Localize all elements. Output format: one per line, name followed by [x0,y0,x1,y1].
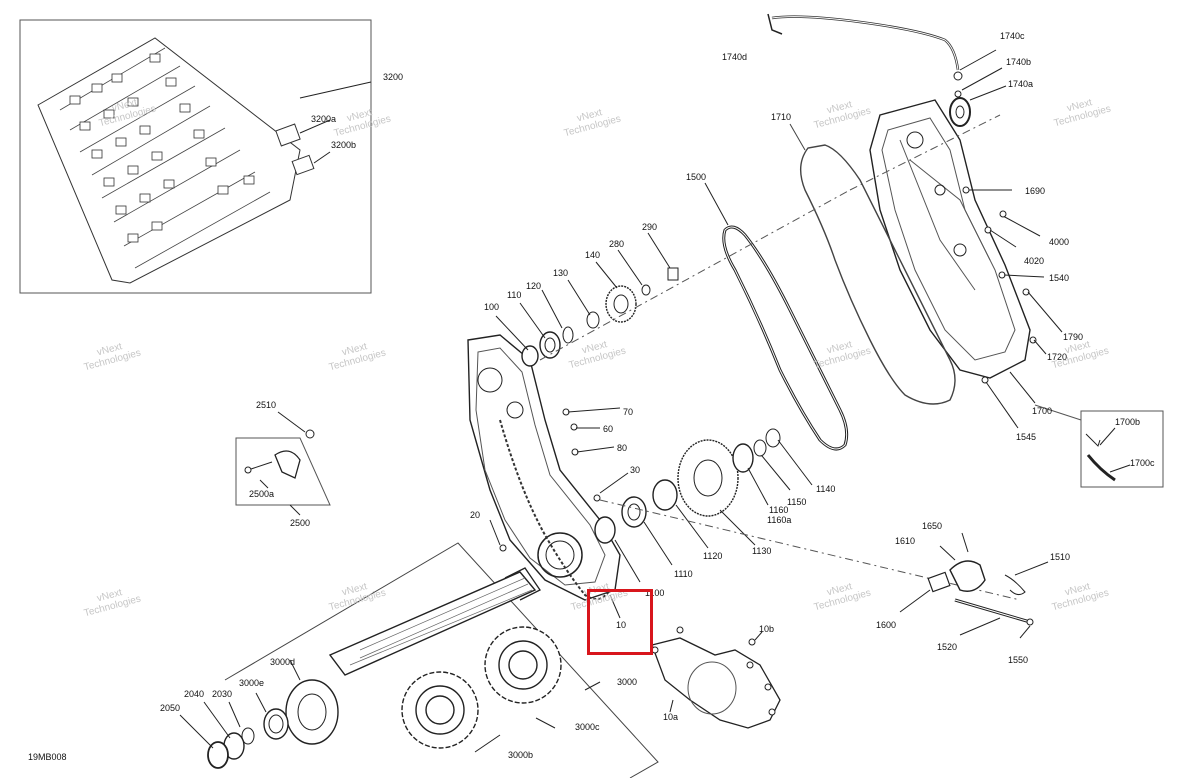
part-label-1545: 1545 [1016,432,1037,442]
part-label-3200: 3200 [383,72,404,82]
part-label-2050: 2050 [160,703,181,713]
part-label-140: 140 [585,250,601,260]
part-label-2510: 2510 [256,400,277,410]
part-label-1700b: 1700b [1115,417,1141,427]
part-label-1150: 1150 [787,497,807,507]
part-label-2040: 2040 [184,689,205,699]
part-label-1740a: 1740a [1008,79,1034,89]
part-label-4020: 4020 [1024,256,1045,266]
part-label-10a: 10a [663,712,679,722]
part-label-3000c: 3000c [575,722,600,732]
part-label-1710: 1710 [771,112,792,122]
part-label-3000: 3000 [617,677,638,687]
part-label-60: 60 [603,424,614,434]
inset-3200-box [19,19,372,294]
part-label-3200b: 3200b [331,140,357,150]
part-label-10b: 10b [759,624,775,634]
part-label-1700c: 1700c [1130,458,1155,468]
part-label-1790: 1790 [1063,332,1084,342]
part-label-1740b: 1740b [1006,57,1032,67]
part-label-130: 130 [553,268,569,278]
part-label-4000: 4000 [1049,237,1070,247]
part-label-1120: 1120 [703,551,723,561]
part-label-1720: 1720 [1047,352,1068,362]
part-label-3200a: 3200a [311,114,337,124]
part-label-1650: 1650 [922,521,943,531]
part-label-2030: 2030 [212,689,233,699]
part-label-1520: 1520 [937,642,958,652]
part-label-70: 70 [623,407,634,417]
part-label-3000d: 3000d [270,657,296,667]
part-label-1510: 1510 [1050,552,1071,562]
part-label-1500: 1500 [686,172,707,182]
part-label-100: 100 [484,302,500,312]
part-label-1100: 1100 [645,588,665,598]
part-label-1160a: 1160a [767,515,792,525]
part-label-20: 20 [470,510,481,520]
highlight-box [587,589,653,655]
part-label-1740c: 1740c [1000,31,1025,41]
part-label-280: 280 [609,239,625,249]
part-label-1610: 1610 [895,536,916,546]
part-label-10: 10 [616,620,627,630]
part-label-2500: 2500 [290,518,311,528]
part-label-1160: 1160 [769,505,789,515]
part-label-2500a: 2500a [249,489,275,499]
part-label-120: 120 [526,281,542,291]
part-label-1110: 1110 [674,569,693,579]
part-label-1600: 1600 [876,620,897,630]
part-label-80: 80 [617,443,628,453]
part-label-3000b: 3000b [508,750,534,760]
part-label-3000e: 3000e [239,678,265,688]
part-label-30: 30 [630,465,641,475]
diagram-code: 19MB008 [28,752,67,762]
part-label-1550: 1550 [1008,655,1029,665]
part-label-1130: 1130 [752,546,772,556]
part-label-110: 110 [507,290,522,300]
part-label-1690: 1690 [1025,186,1046,196]
part-label-1700: 1700 [1032,406,1053,416]
part-label-1540: 1540 [1049,273,1070,283]
part-label-1140: 1140 [816,484,836,494]
part-label-1740d: 1740d [722,52,748,62]
part-label-290: 290 [642,222,658,232]
